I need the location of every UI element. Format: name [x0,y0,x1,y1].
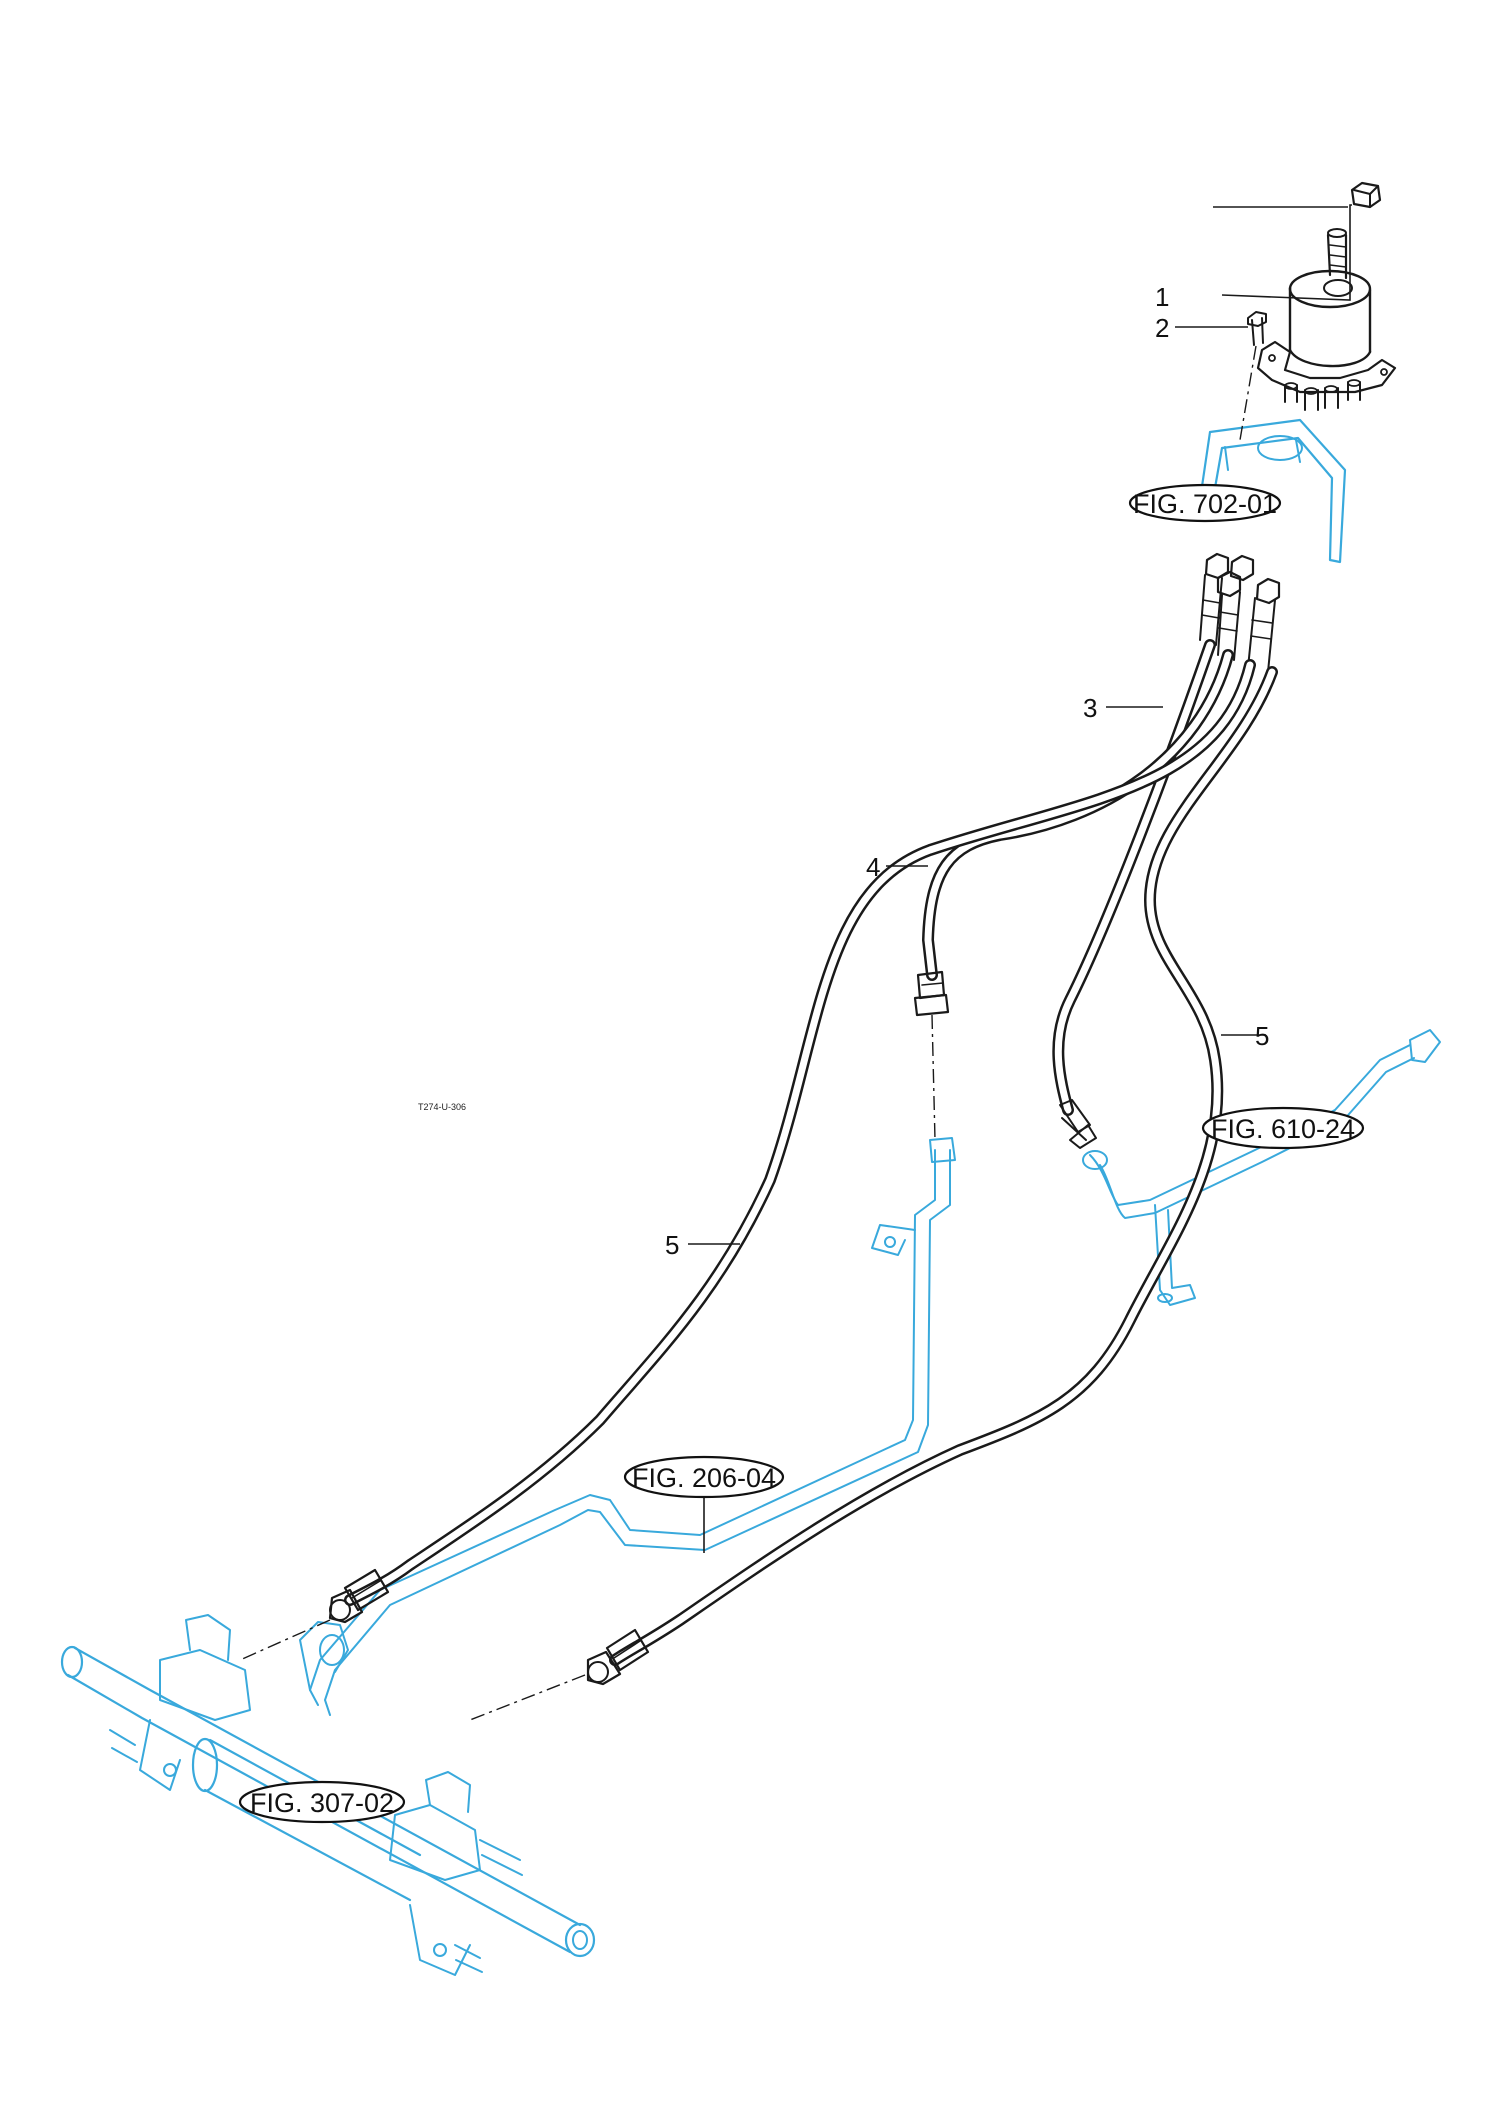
callout-3: 3 [1083,693,1097,723]
fig-ref-206-04[interactable]: FIG. 206-04 [623,1455,785,1499]
callout-1: 1 [1155,282,1169,312]
right-steering-pipe [1082,1029,1441,1306]
pump-mounting-bolt [1247,311,1267,346]
callout-5-right: 5 [1255,1021,1269,1051]
drawing-code: T274-U-306 [418,1102,466,1112]
hose-fittings-at-pump [1199,552,1281,673]
fig-ref-307-02-label: FIG. 307-02 [250,1788,394,1818]
callout-5-left: 5 [665,1230,679,1260]
cylinder-hose-5-right [586,666,1278,1686]
cylinder-hose-5-left [328,659,1256,1624]
fig-ref-307-02[interactable]: FIG. 307-02 [238,1780,406,1824]
fig-ref-206-04-label: FIG. 206-04 [632,1463,776,1493]
assembly-lines [239,345,1257,1721]
leader-lines [688,204,1352,1553]
callout-2: 2 [1155,313,1169,343]
return-hose-4 [913,649,1234,1017]
fig-ref-702-01-label: FIG. 702-01 [1133,489,1277,519]
fig-ref-610-24-label: FIG. 610-24 [1211,1114,1355,1144]
callout-4: 4 [866,852,880,882]
center-steering-pipe [299,1137,956,1716]
steering-pump-unit [1256,181,1397,411]
fig-ref-610-24[interactable]: FIG. 610-24 [1201,1106,1365,1150]
fig-ref-702-01[interactable]: FIG. 702-01 [1128,483,1282,523]
pressure-hose-3 [1052,639,1216,1149]
